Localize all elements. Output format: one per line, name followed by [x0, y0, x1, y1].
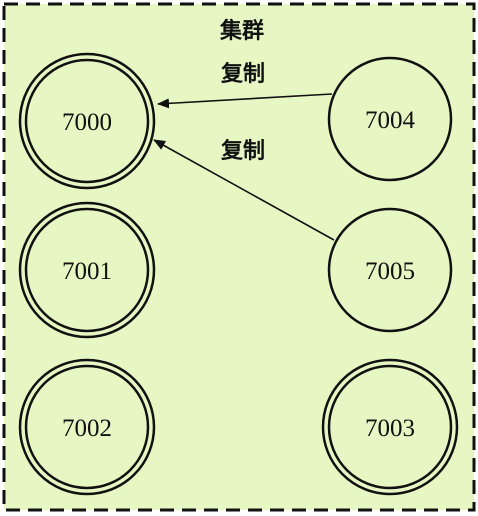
node-7003-inner-ring — [327, 364, 453, 490]
node-7003-label: 7003 — [365, 415, 415, 442]
node-7003: 7003 — [321, 358, 459, 496]
node-7004-ring — [327, 56, 453, 182]
nodes-layer: 7000 7001 7002 7003 7004 7005 — [18, 52, 459, 496]
node-7000: 7000 — [18, 52, 156, 190]
node-7000-inner-ring — [24, 58, 150, 184]
node-7001-label: 7001 — [62, 258, 112, 285]
node-7001: 7001 — [18, 201, 156, 339]
node-7000-label: 7000 — [62, 109, 112, 136]
node-7004: 7004 — [327, 56, 453, 182]
edges-layer: 复制 复制 — [153, 61, 335, 241]
node-7002: 7002 — [18, 358, 156, 496]
edge-7005-to-7000 — [153, 139, 335, 241]
node-7004-label: 7004 — [365, 107, 416, 134]
node-7001-inner-ring — [24, 207, 150, 333]
node-7002-inner-ring — [24, 364, 150, 490]
edge-label-7004-7000: 复制 — [220, 61, 265, 87]
node-7005: 7005 — [327, 207, 453, 333]
node-7005-label: 7005 — [365, 258, 415, 285]
node-7005-ring — [327, 207, 453, 333]
cluster-label: 集群 — [219, 18, 264, 44]
edge-7004-to-7000 — [157, 93, 333, 109]
node-7002-label: 7002 — [62, 415, 112, 442]
edge-label-7005-7000: 复制 — [220, 138, 265, 164]
